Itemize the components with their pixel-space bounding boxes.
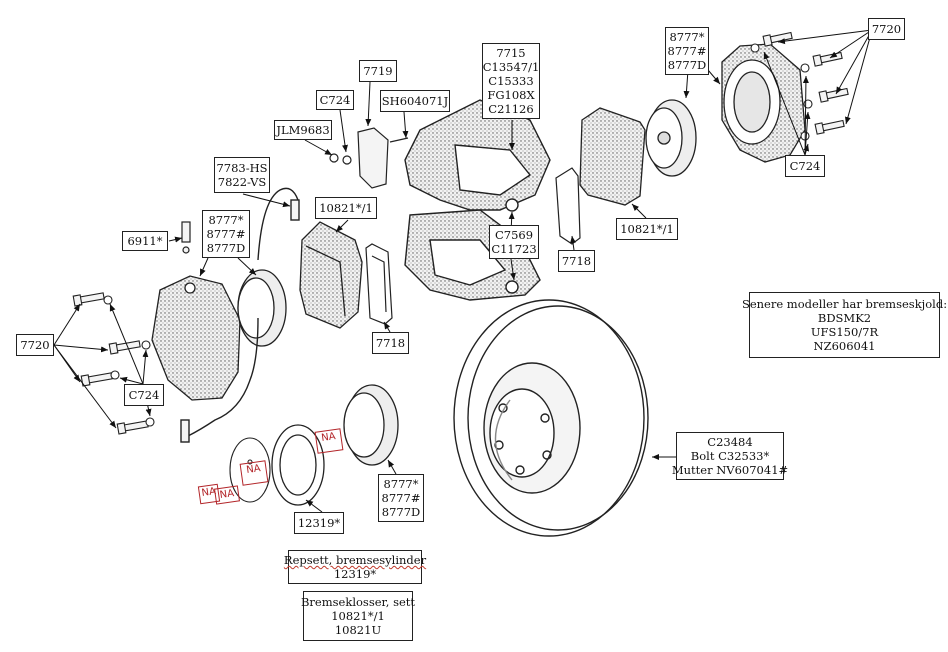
- label-c724-left: C724: [124, 384, 164, 406]
- label-8777-left: 8777*8777#8777D: [202, 210, 250, 258]
- label-sh604071j: SH604071J: [380, 90, 450, 112]
- brake-disc: [453, 299, 649, 537]
- label-jlm9683: JLM9683: [274, 120, 332, 140]
- dust-cover: [229, 437, 271, 503]
- cylinder-housing-left: [151, 275, 241, 401]
- label-7720-top-right: 7720: [868, 18, 905, 40]
- label-10821-left: 10821*/1: [315, 197, 377, 219]
- leader-lines: [53, 29, 873, 513]
- label-10821-right: 10821*/1: [616, 218, 678, 240]
- anti-rattle-spring-right: [555, 167, 581, 245]
- label-6911: 6911*: [122, 231, 168, 251]
- piston-bottom: [343, 384, 399, 466]
- bleed-screw: [181, 221, 191, 254]
- label-8777-top: 8777*8777#8777D: [665, 27, 709, 75]
- brake-pad-left: [299, 221, 363, 329]
- label-7718-left: 7718: [372, 332, 409, 354]
- label-8777-bottom: 8777*8777#8777D: [378, 474, 424, 522]
- na-mark: NA: [239, 460, 269, 486]
- label-7719: 7719: [359, 60, 397, 82]
- na-mark: NA: [314, 428, 344, 454]
- piston-left: [237, 269, 287, 347]
- anti-rattle-spring-left: [365, 243, 393, 325]
- cylinder-housing-right: [721, 43, 806, 163]
- caliper-body: [404, 99, 551, 301]
- piston-right: [645, 99, 697, 177]
- seal-ring: [271, 424, 325, 506]
- label-c724-top: C724: [316, 90, 354, 110]
- bolts-left: [72, 292, 155, 435]
- brake-pipe: [180, 187, 300, 443]
- retaining-plate: [329, 127, 409, 189]
- label-7718-right: 7718: [558, 250, 595, 272]
- label-7720-left: 7720: [16, 334, 54, 356]
- brake-pad-right: [579, 107, 646, 206]
- label-c724-right: C724: [785, 155, 825, 177]
- label-12319: 12319*: [294, 512, 344, 534]
- na-mark: NA: [197, 483, 221, 505]
